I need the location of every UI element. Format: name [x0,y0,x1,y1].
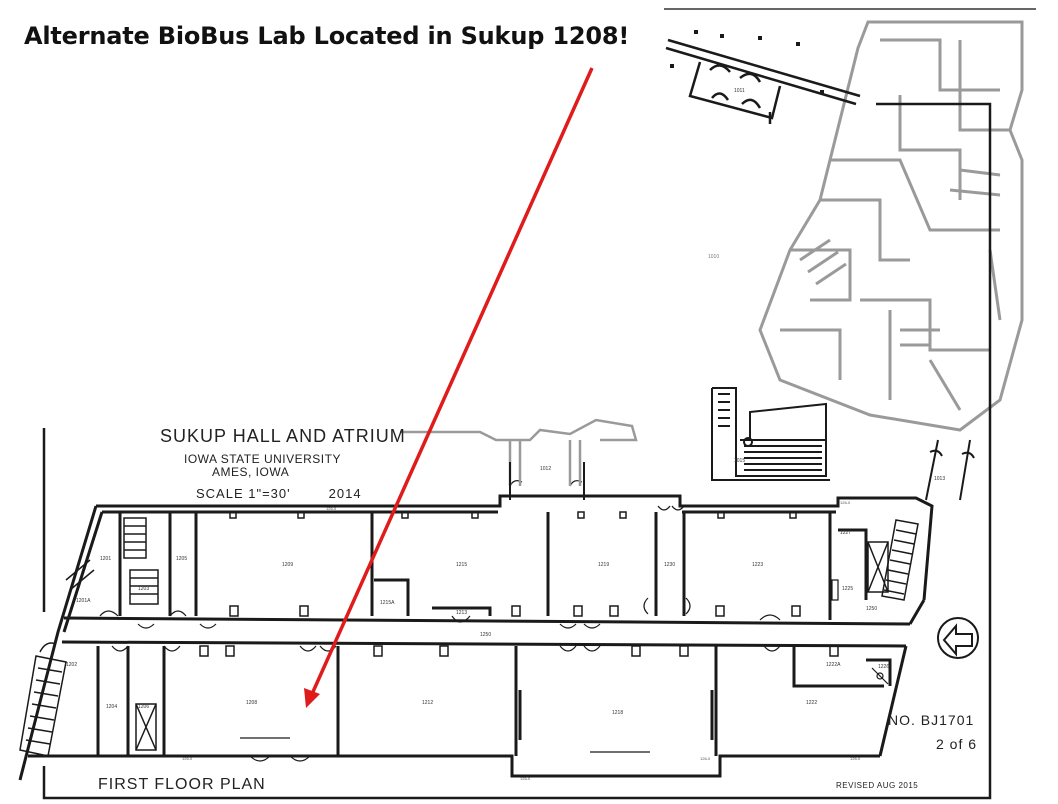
room-1208-label: 1208 [246,700,257,706]
site-boundary [876,102,992,790]
ne-stairs [867,519,919,601]
room-1206-label: 1206 [138,704,149,710]
sheet-bottom-border [42,766,992,800]
university-name: IOWA STATE UNIVERSITY [184,452,341,466]
floor-plan-label: FIRST FLOOR PLAN [98,776,266,793]
room-1219-label: 1219 [598,562,609,568]
room-1250-label: 1250 [866,606,877,612]
room-1010-label: 1010 [708,254,719,260]
room-1201a-label: 1201A [76,598,91,604]
room-1222a-label: 1222A [826,662,841,668]
room-1226-label: 1226 [878,664,889,670]
room-1015-label: 1015 [734,458,745,464]
room-1202-label: 1202 [66,662,77,668]
nw-stairs [65,517,159,605]
room-1212-label: 1212 [422,700,433,706]
room-1225-label: 1225 [842,586,853,592]
corridor-1250-label: 1250 [480,632,491,638]
north-dots [670,30,824,94]
city-name: AMES, IOWA [212,465,290,479]
room-1223-label: 1223 [752,562,763,568]
connector-1013 [925,439,975,501]
svg-text:126-0: 126-0 [520,776,531,781]
room-1215a-label: 1215A [380,600,395,606]
existing-building [758,20,1024,432]
corridor-labels: 126-0 126-0 126-0 126-0 126-0 126-0 [182,500,861,781]
door-swings [99,480,781,762]
north-arrow-icon [937,617,979,659]
room-1011-label: 1011 [734,88,745,94]
room-details [240,579,889,753]
svg-text:126-0: 126-0 [700,756,711,761]
plan-year: 2014 [328,486,362,501]
stair-1015 [711,387,830,481]
annotation-heading: Alternate BioBus Lab Located in Sukup 12… [24,22,630,50]
atrium-wall [400,418,638,486]
room-1205-label: 1205 [176,556,187,562]
svg-text:126-0: 126-0 [182,756,193,761]
room-1222-label: 1222 [806,700,817,706]
drawing-number: NO. BJ1701 [888,712,975,728]
room-1213-label: 1213 [456,610,467,616]
room-1230-label: 1230 [664,562,675,568]
main-building [18,494,934,781]
room-1209-label: 1209 [282,562,293,568]
north-entrance [665,38,861,124]
room-1215-label: 1215 [456,562,467,568]
svg-text:126-0: 126-0 [850,756,861,761]
room-1218-label: 1218 [612,710,623,716]
scale-note: SCALE 1"=30' 2014 [196,486,362,501]
room-1227-label: 1227 [840,530,851,536]
revision-date: REVISED AUG 2015 [836,781,919,790]
sheet-number: 2 of 6 [936,736,978,752]
annotation-arrow [304,67,594,708]
room-1204-label: 1204 [106,704,117,710]
room-1201-label: 1201 [100,556,111,562]
room-1203-label: 1203 [138,586,149,592]
svg-text:126-0: 126-0 [326,506,337,511]
room-1012-label: 1012 [540,466,551,472]
svg-text:126-0: 126-0 [840,500,851,505]
atrium-core [509,462,585,500]
sw-stairs [19,642,157,757]
building-title: SUKUP HALL AND ATRIUM [160,426,406,446]
room-1013-label: 1013 [934,476,945,482]
column-markers [199,511,839,657]
scale-value: SCALE 1"=30' [196,486,291,501]
